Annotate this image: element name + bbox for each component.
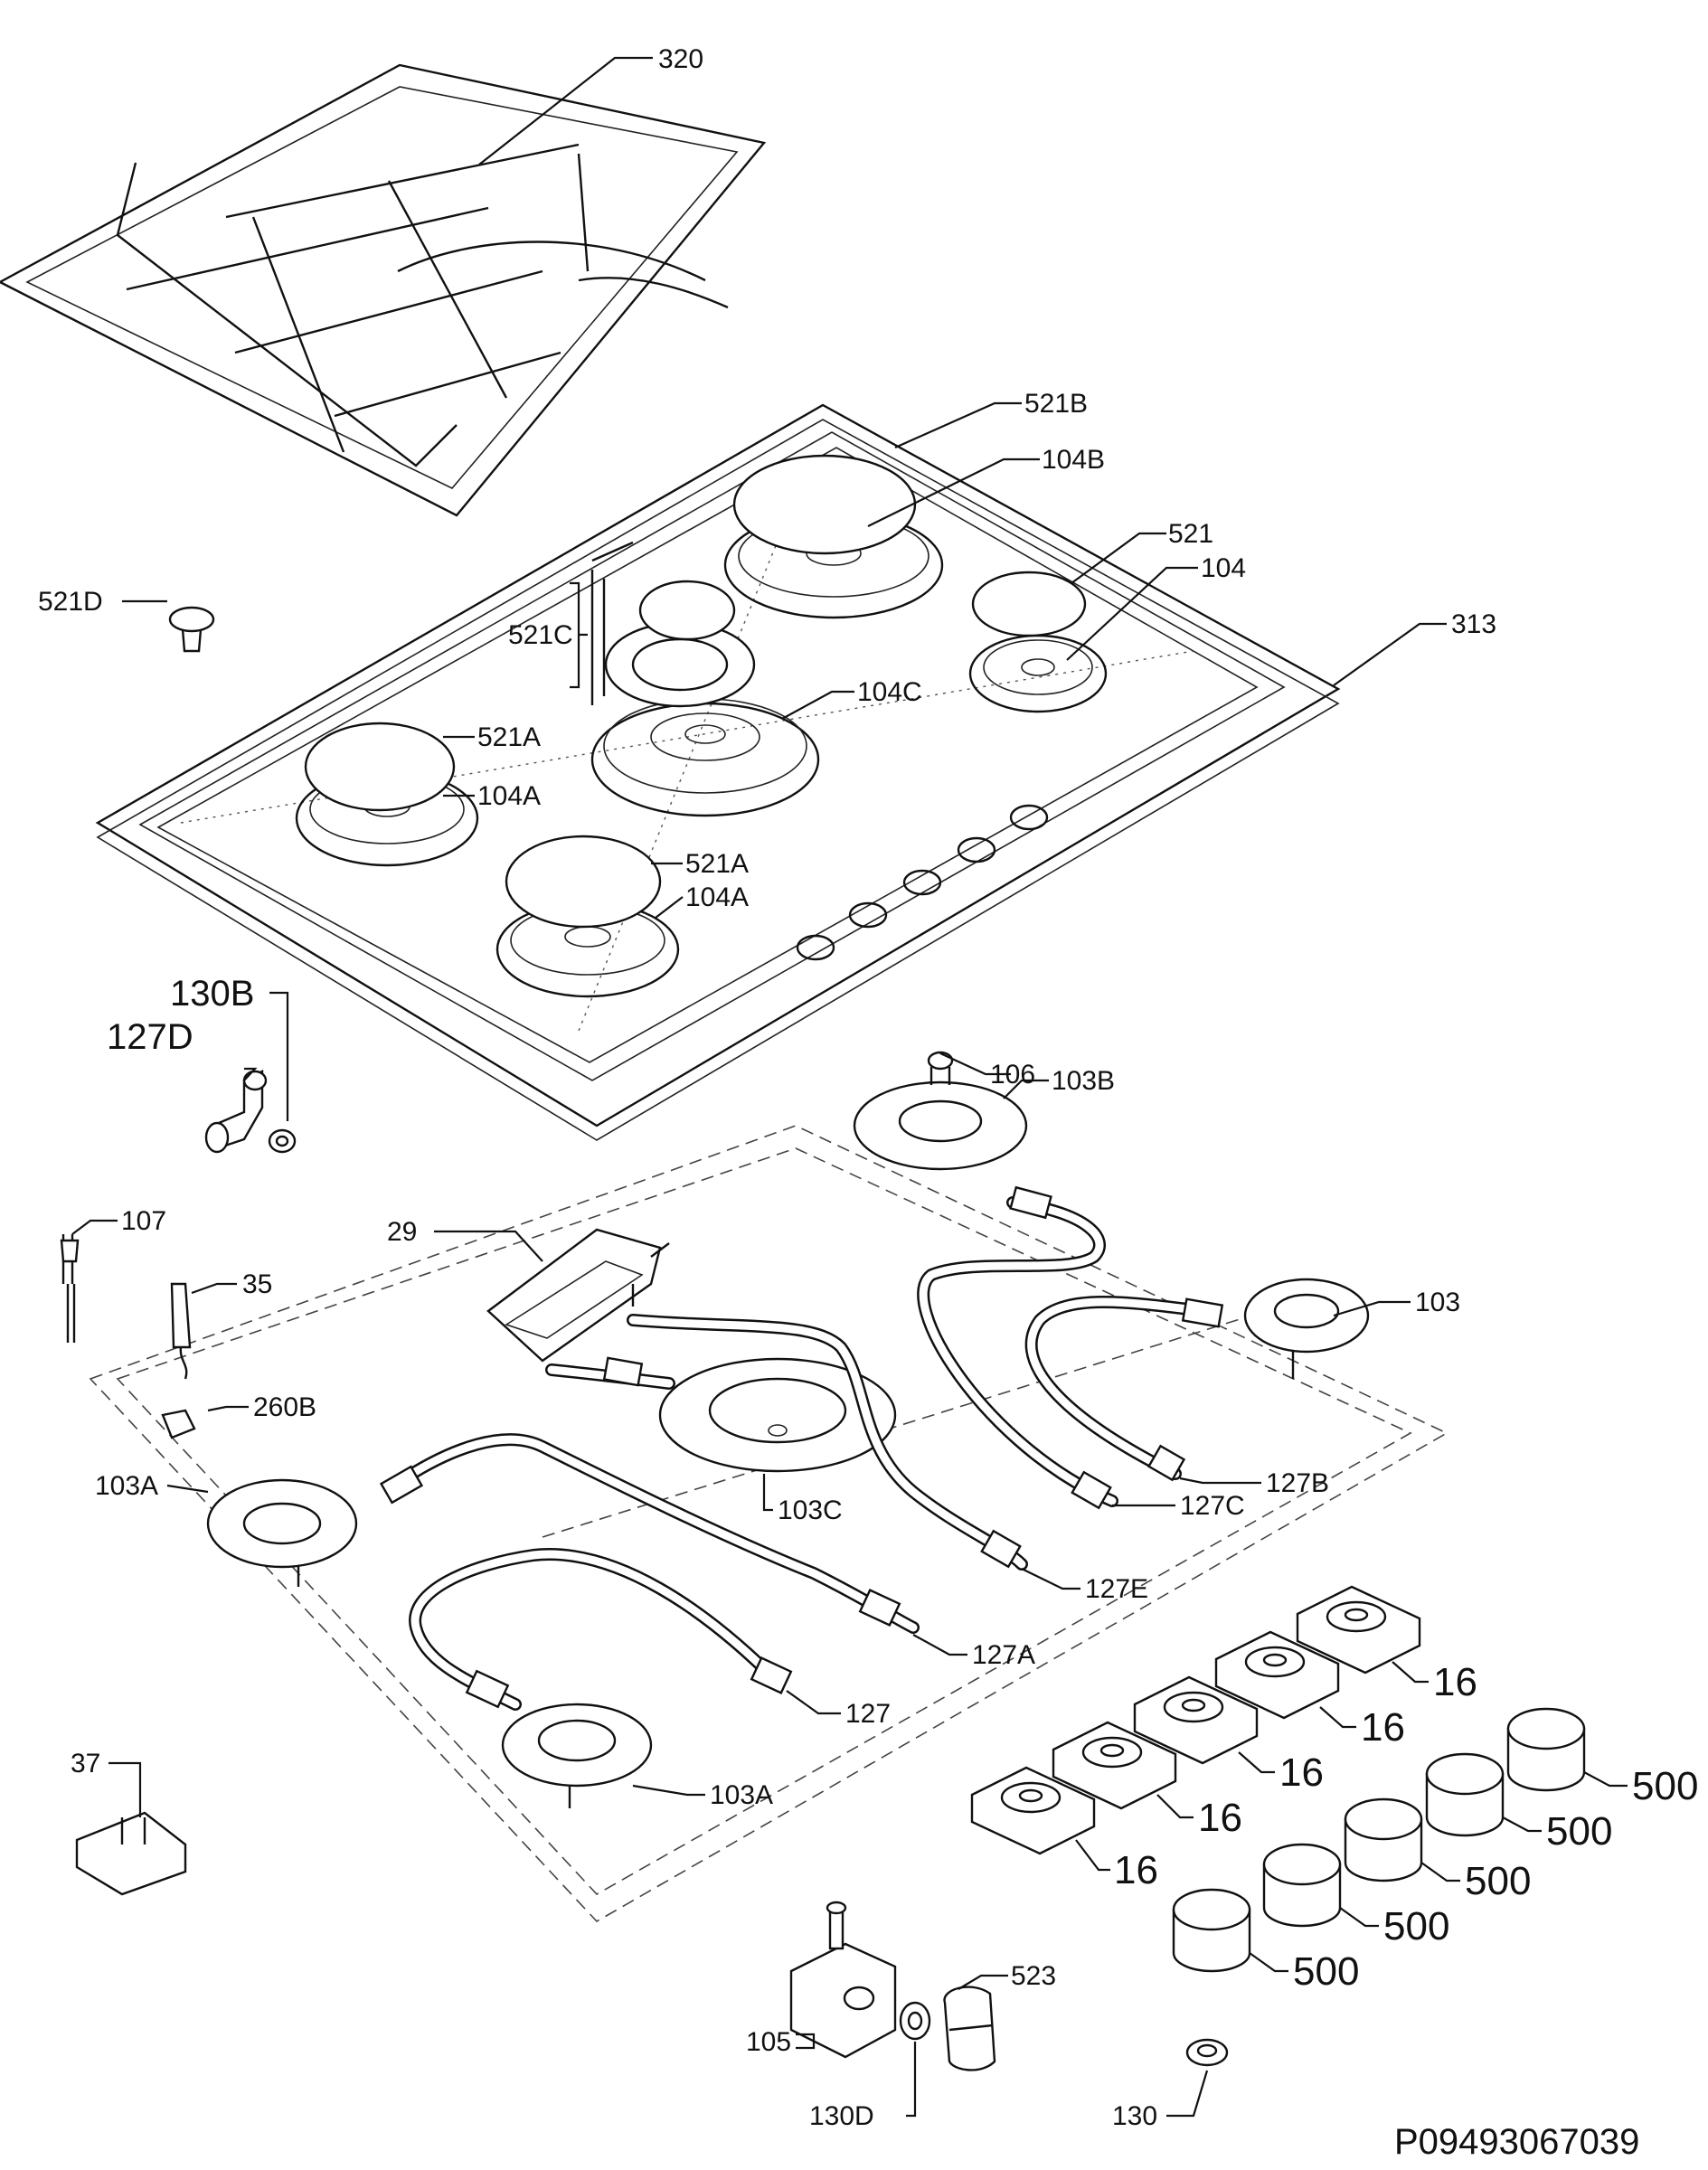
gas-pipe-127e: [627, 1314, 1028, 1571]
burner-base-103a-left: [206, 1478, 358, 1587]
leader-lines: [71, 56, 1628, 2118]
label-16-2: 16: [1361, 1705, 1405, 1750]
label-104: 104: [1201, 553, 1246, 583]
cap-521d: [168, 606, 215, 653]
label-127c: 127C: [1180, 1491, 1245, 1521]
label-103b: 103B: [1052, 1066, 1115, 1096]
pan-support-320: [0, 63, 767, 517]
label-500-2: 500: [1546, 1809, 1612, 1854]
label-103: 103: [1415, 1288, 1460, 1317]
gas-tap-16-b: [1214, 1630, 1340, 1720]
label-104a-1: 104A: [477, 781, 541, 811]
label-500-4: 500: [1383, 1904, 1449, 1948]
label-313: 313: [1451, 609, 1496, 639]
burner-base-103: [1243, 1278, 1370, 1379]
bracket-523: [943, 1986, 996, 2071]
elbow-127d: [204, 1070, 268, 1154]
burner-front-104a: [495, 835, 680, 998]
burner-rear-small-104: [968, 571, 1108, 713]
label-37: 37: [71, 1749, 100, 1778]
label-105: 105: [746, 2027, 791, 2057]
burner-rear-large-104b: [723, 454, 944, 619]
label-500-3: 500: [1465, 1859, 1531, 1903]
knob-500-d: [1262, 1843, 1342, 1928]
gas-tap-16-a: [1296, 1585, 1421, 1675]
label-127: 127: [845, 1699, 891, 1729]
label-260b: 260B: [253, 1392, 316, 1422]
washer-130d: [899, 2001, 931, 2041]
label-130: 130: [1112, 2101, 1157, 2131]
gas-pipe-127a: [392, 1433, 920, 1634]
label-103c: 103C: [778, 1495, 843, 1525]
label-127d: 127D: [107, 1017, 193, 1057]
label-130b: 130B: [170, 974, 254, 1014]
label-16-1: 16: [1433, 1660, 1477, 1704]
burner-wok-104c: [590, 580, 820, 817]
thermocouple-107: [60, 1234, 80, 1343]
label-523: 523: [1011, 1961, 1056, 1991]
washer-130: [1185, 2038, 1229, 2067]
label-104c: 104C: [857, 677, 922, 707]
gas-pipe-127c: [917, 1196, 1118, 1507]
label-29: 29: [387, 1217, 417, 1247]
gas-tap-16-e: [970, 1766, 1096, 1855]
burner-base-103a-front: [501, 1703, 653, 1808]
label-521a-1: 521A: [477, 722, 541, 752]
label-16-3: 16: [1279, 1750, 1324, 1795]
label-521: 521: [1168, 519, 1213, 549]
label-103a-2: 103A: [710, 1780, 773, 1810]
gas-tap-16-c: [1133, 1675, 1259, 1765]
label-127b: 127B: [1266, 1468, 1329, 1498]
knob-500-a: [1506, 1707, 1586, 1792]
label-127e: 127E: [1085, 1574, 1148, 1604]
knob-500-e: [1172, 1888, 1251, 1973]
label-106: 106: [990, 1060, 1035, 1090]
label-104a-2: 104A: [685, 882, 749, 912]
label-103a-1: 103A: [95, 1471, 158, 1501]
label-500-5: 500: [1293, 1949, 1359, 1994]
label-500-1: 500: [1632, 1764, 1698, 1808]
label-320: 320: [658, 44, 703, 74]
part-labels: 320 521B 104B 521 104 313 521D 521C 104C…: [38, 44, 1698, 2162]
ignition-module-29: [486, 1228, 670, 1363]
burner-left-104a: [295, 722, 479, 867]
drawing-number: P09493067039: [1394, 2122, 1639, 2162]
knob-500-c: [1344, 1797, 1423, 1882]
clip-260b: [161, 1409, 196, 1439]
label-16-4: 16: [1198, 1796, 1242, 1840]
label-521a-2: 521A: [685, 849, 749, 879]
label-521b: 521B: [1024, 389, 1088, 419]
label-127a: 127A: [972, 1640, 1035, 1670]
label-130d: 130D: [809, 2101, 874, 2131]
spark-plug-35: [170, 1282, 192, 1380]
knob-500-b: [1425, 1752, 1505, 1837]
label-521d: 521D: [38, 587, 103, 617]
gas-tap-16-d: [1052, 1721, 1177, 1810]
label-107: 107: [121, 1206, 166, 1236]
burner-base-103c: [658, 1357, 897, 1473]
label-104b: 104B: [1042, 445, 1105, 475]
label-16-5: 16: [1114, 1848, 1158, 1892]
washer-130b: [268, 1128, 297, 1154]
pipe-fittings: [379, 1185, 1224, 1709]
terminal-37: [75, 1811, 187, 1896]
hob-top-313: [95, 403, 1341, 1141]
gas-pipe-127: [409, 1548, 784, 1711]
gas-pipe-127b: [1024, 1296, 1209, 1480]
label-35: 35: [242, 1269, 272, 1299]
burner-base-103b: [853, 1051, 1028, 1171]
label-521c: 521C: [508, 620, 573, 650]
gas-valve-105: [789, 1901, 897, 2059]
